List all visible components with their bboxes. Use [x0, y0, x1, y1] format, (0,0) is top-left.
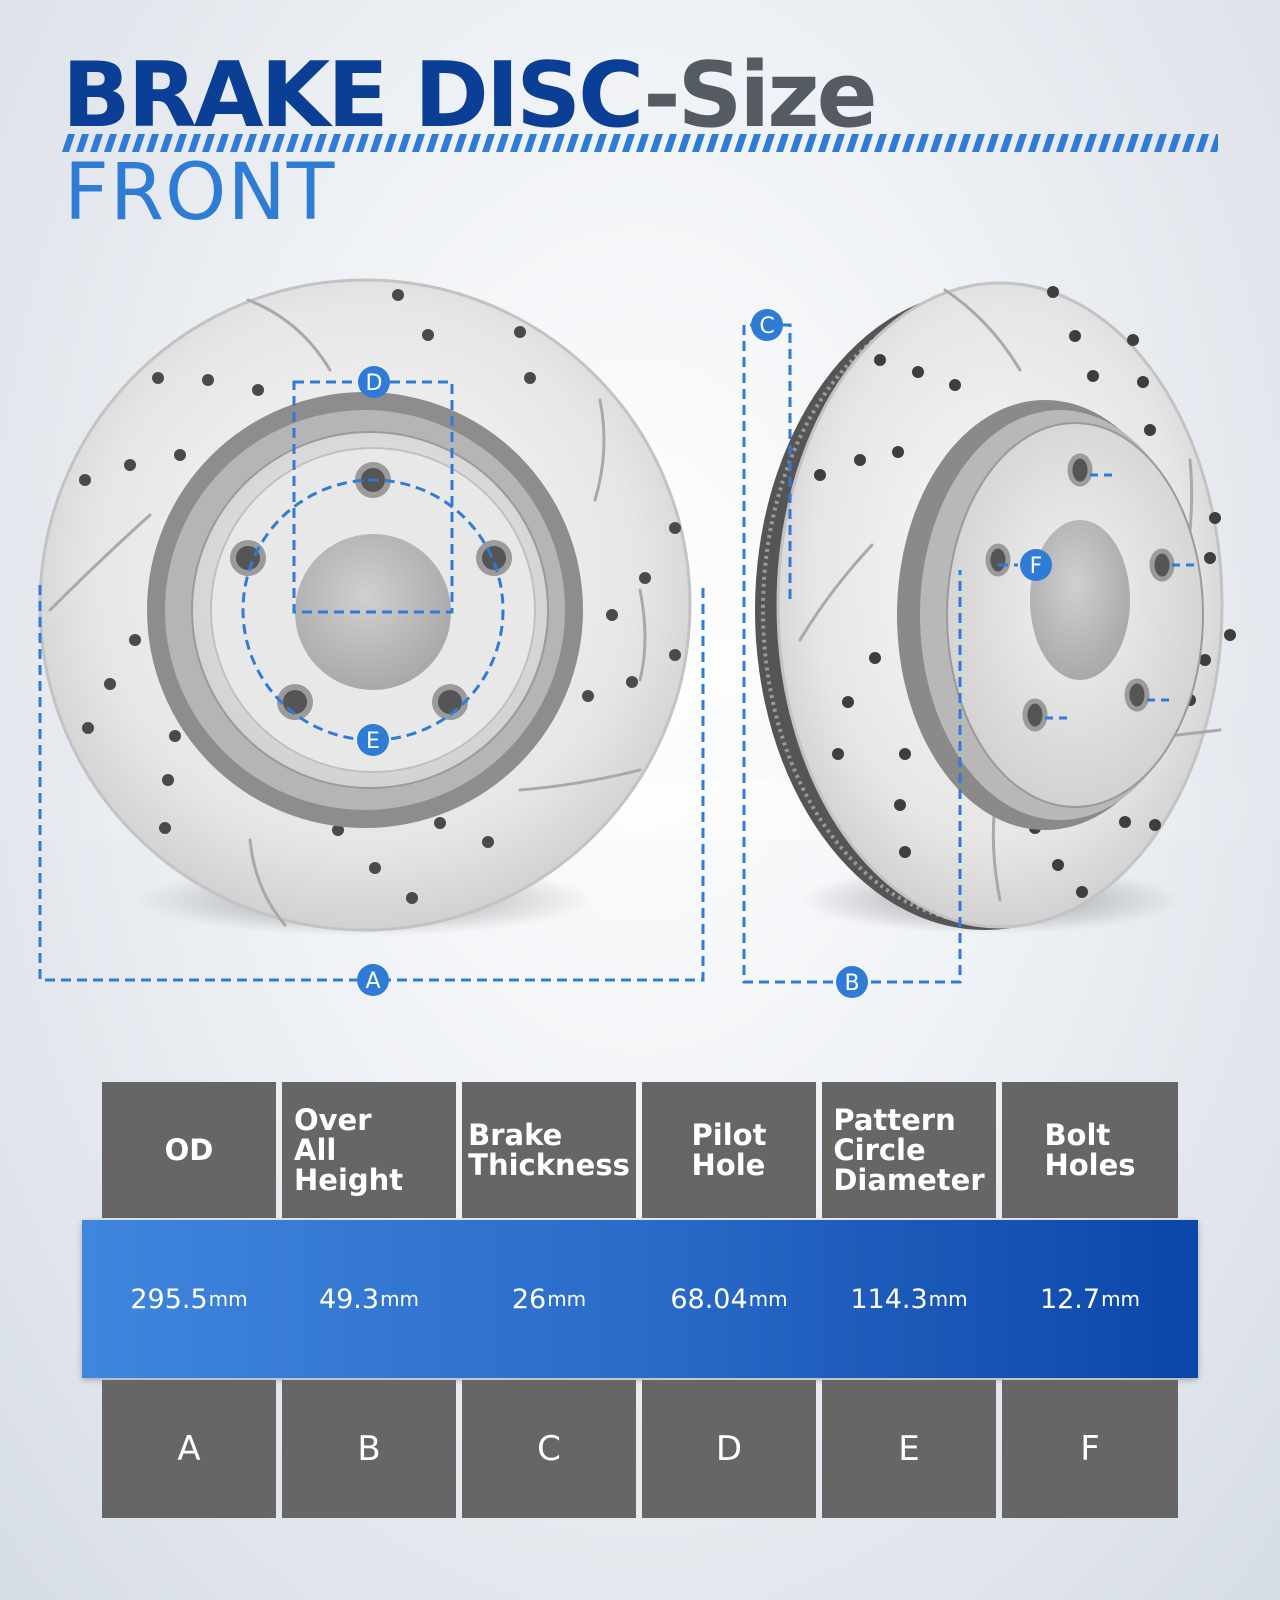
code-e: E [822, 1380, 996, 1518]
title-divider-stripe [62, 134, 1218, 152]
disc-angled-view [755, 281, 1236, 934]
header-overall-height: Over All Height [282, 1082, 456, 1218]
header-od: OD [102, 1082, 276, 1218]
svg-text:B: B [844, 971, 859, 996]
svg-text:D: D [366, 371, 383, 396]
code-c: C [462, 1380, 636, 1518]
marker-f: F [1020, 549, 1052, 581]
svg-text:C: C [759, 314, 774, 339]
header-pilot-hole: Pilot Hole [642, 1082, 816, 1218]
svg-text:F: F [1030, 554, 1043, 579]
header-pattern-circle-diameter: Pattern Circle Diameter [822, 1082, 996, 1218]
code-f: F [1002, 1380, 1178, 1518]
marker-c: C [751, 309, 783, 341]
marker-a: A [357, 964, 389, 996]
brake-disc-diagram: A B C D E F [38, 278, 1236, 998]
disc-front-view [38, 278, 692, 936]
view-subtitle: FRONT [64, 148, 336, 238]
code-d: D [642, 1380, 816, 1518]
marker-d: D [358, 366, 390, 398]
title-suffix: -Size [643, 43, 877, 148]
code-b: B [282, 1380, 456, 1518]
code-a: A [102, 1380, 276, 1518]
svg-text:A: A [365, 969, 380, 994]
title-brand: BRAKE DISC [62, 43, 646, 148]
marker-e: E [357, 724, 389, 756]
page-title: BRAKE DISC-Size [62, 43, 878, 148]
svg-text:E: E [366, 729, 380, 754]
header-brake-thickness: Brake Thickness [462, 1082, 636, 1218]
spec-table: OD Over All Height Brake Thickness Pilot… [82, 1082, 1198, 1522]
header-bolt-holes: Bolt Holes [1002, 1082, 1178, 1218]
marker-b: B [836, 966, 868, 998]
